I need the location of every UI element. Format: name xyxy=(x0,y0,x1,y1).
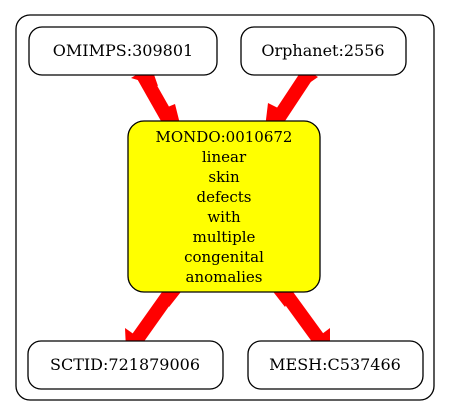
node-mondo-line: linear xyxy=(202,148,247,166)
node-mesh-label: MESH:C537466 xyxy=(269,355,401,374)
node-mondo-line: anomalies xyxy=(186,268,263,286)
node-mondo-line: skin xyxy=(208,168,240,186)
node-mesh: MESH:C537466 xyxy=(247,340,424,390)
node-mondo-line: with xyxy=(207,208,241,226)
node-omimps: OMIMPS:309801 xyxy=(28,26,218,76)
node-omimps-label: OMIMPS:309801 xyxy=(53,41,193,60)
node-mondo-line: congenital xyxy=(184,248,264,266)
node-mondo-box xyxy=(127,120,321,293)
node-mondo: MONDO:0010672 linear skin defects with m… xyxy=(127,120,321,293)
node-mondo-line: multiple xyxy=(193,228,256,246)
node-sctid: SCTID:721879006 xyxy=(27,340,224,390)
node-orphanet-label: Orphanet:2556 xyxy=(261,41,384,60)
node-mondo-id: MONDO:0010672 xyxy=(156,128,293,146)
node-mondo-line: defects xyxy=(196,188,251,206)
node-orphanet: Orphanet:2556 xyxy=(240,26,407,76)
node-sctid-label: SCTID:721879006 xyxy=(50,355,200,374)
